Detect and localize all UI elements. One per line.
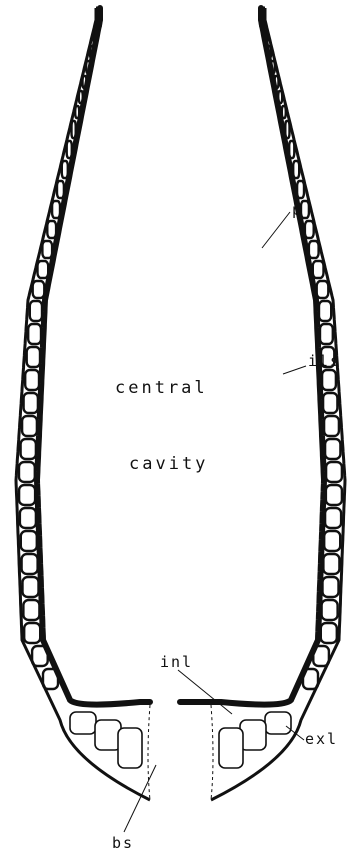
leader-ils [283, 366, 306, 374]
label-inl: inl [160, 655, 193, 670]
label-p: p [292, 203, 303, 218]
left-cell [30, 301, 42, 321]
left-basal-cell [95, 720, 121, 750]
right-cell [326, 485, 342, 505]
label-bs: bs [112, 836, 134, 851]
left-cell [27, 347, 40, 367]
left-cell [38, 261, 49, 278]
right-cell [326, 462, 342, 482]
right-cell [323, 554, 339, 574]
left-basal-cell [118, 728, 142, 768]
left-cell [22, 416, 37, 436]
inner-wall-left [37, 8, 150, 705]
right-cell [317, 281, 329, 298]
right-cell [321, 623, 337, 643]
right-cell [324, 416, 339, 436]
right-cell [320, 324, 333, 344]
left-cell [20, 508, 36, 528]
right-cell [322, 370, 336, 390]
left-cell [33, 281, 45, 298]
label-exl: exl [305, 732, 338, 747]
right-basal-cell [240, 720, 266, 750]
inner-wall-right [180, 8, 324, 705]
walls [16, 8, 345, 800]
left-cell [28, 324, 41, 344]
leader-inl [178, 670, 232, 714]
right-cell [313, 261, 324, 278]
left-cell [23, 600, 39, 620]
left-cell [42, 241, 52, 258]
left-cell [21, 531, 37, 551]
basal-dash-right [211, 705, 213, 800]
right-cell [323, 393, 337, 413]
left-cell [19, 485, 35, 505]
central-cavity-label-line2: cavity [129, 456, 208, 473]
left-cell [21, 439, 36, 459]
left-cell [25, 370, 39, 390]
leader-bs [124, 765, 156, 832]
left-cell [24, 393, 38, 413]
label-ils: ils [308, 354, 341, 369]
central-cavity-label-line1: central [115, 380, 208, 397]
leader-lines [124, 212, 306, 832]
right-cell [319, 301, 331, 321]
right-cell [325, 439, 340, 459]
left-cell [22, 554, 38, 574]
right-cell [309, 241, 319, 258]
right-cell [325, 508, 341, 528]
right-basal-cell [219, 728, 243, 768]
right-basal-cell [265, 712, 291, 734]
left-cell [19, 462, 35, 482]
leader-p [262, 212, 290, 248]
left-cell [23, 577, 39, 597]
right-cell [324, 531, 340, 551]
left-cell [24, 623, 40, 643]
basal-dash-left [148, 705, 150, 800]
left-basal-cell [70, 712, 96, 734]
right-cell [323, 577, 339, 597]
right-cell [322, 600, 338, 620]
